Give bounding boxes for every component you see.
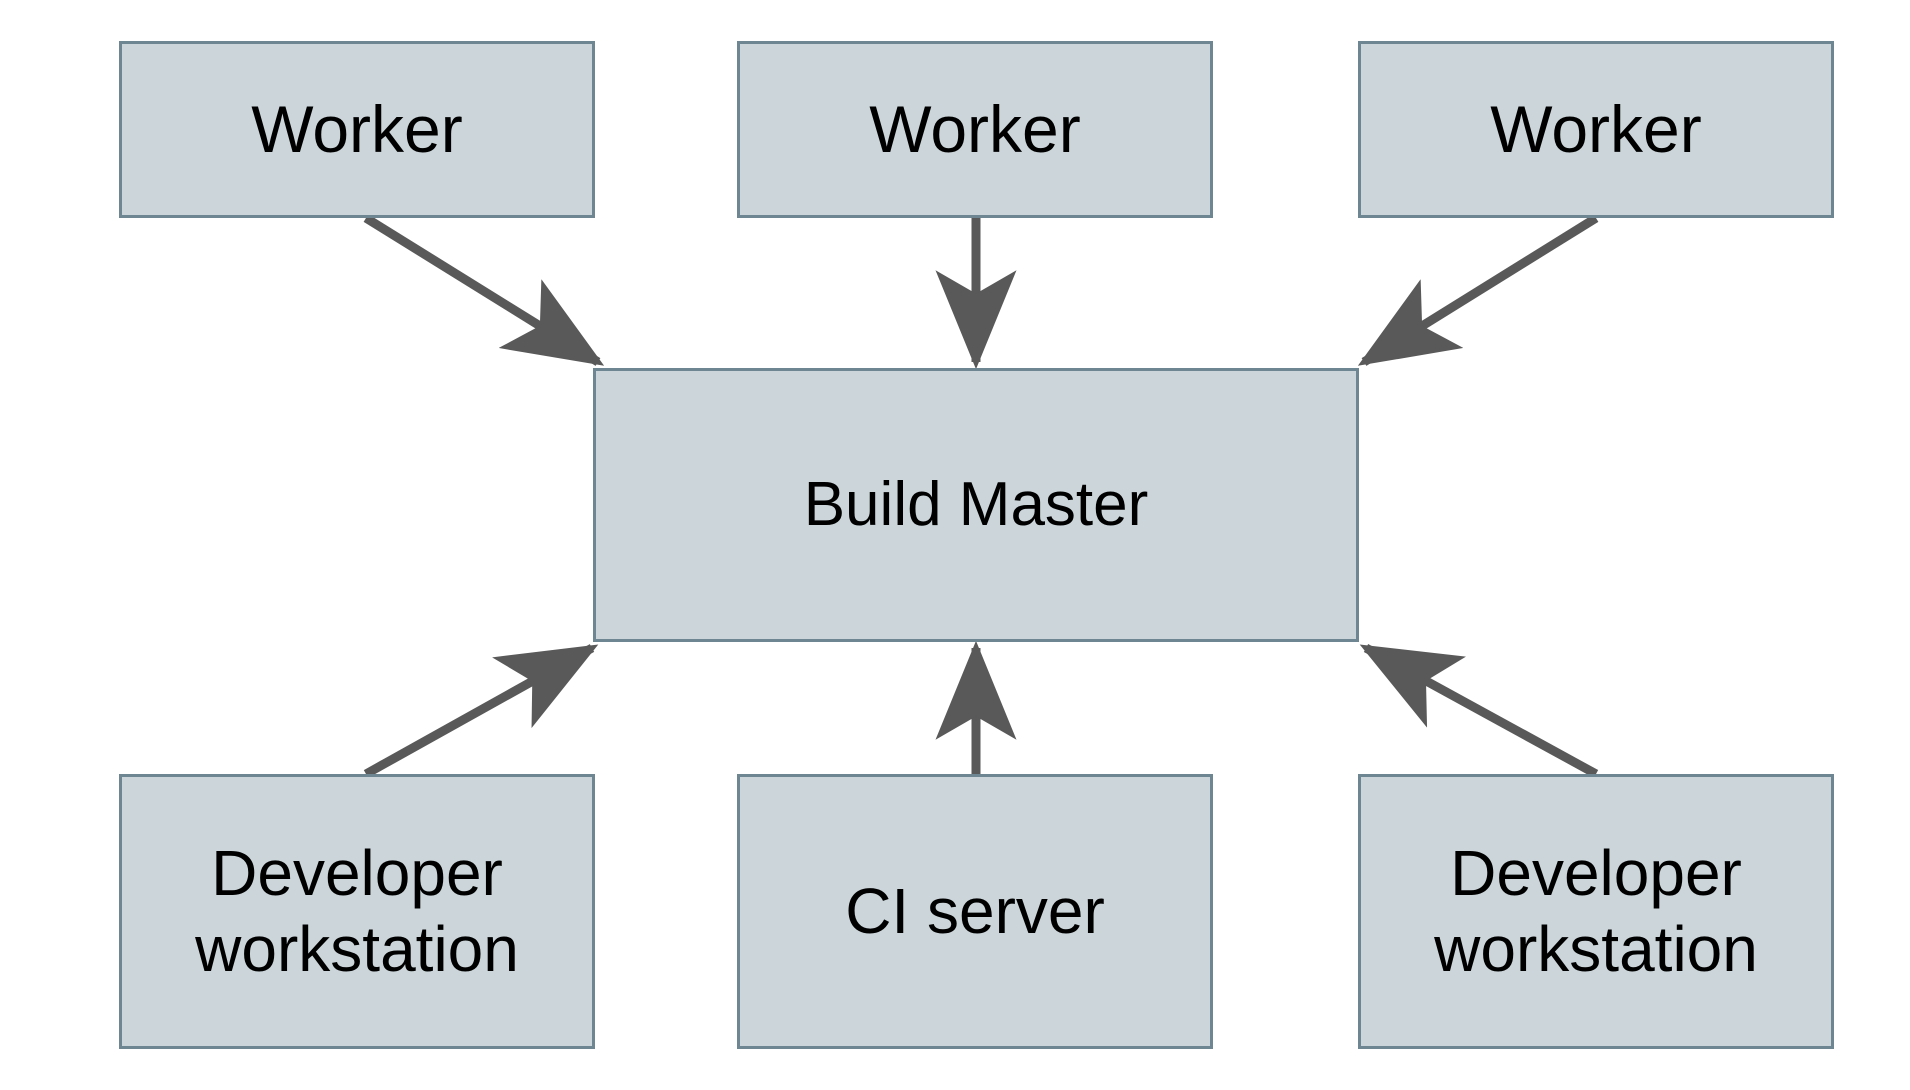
node-developer-workstation-left[interactable]: Developer workstation — [119, 774, 595, 1049]
edge-dev2-master — [1359, 644, 1599, 778]
node-build-master[interactable]: Build Master — [593, 368, 1359, 642]
node-worker-2-label: Worker — [869, 91, 1081, 166]
node-worker-1[interactable]: Worker — [119, 41, 595, 218]
node-ci-server-label: CI server — [845, 874, 1105, 947]
node-worker-3[interactable]: Worker — [1358, 41, 1834, 218]
edge-worker1-master — [363, 214, 605, 366]
node-ci-server[interactable]: CI server — [737, 774, 1213, 1049]
node-build-master-label: Build Master — [803, 470, 1149, 540]
edge-worker3-master — [1357, 214, 1599, 366]
node-developer-workstation-right-label: Developer workstation — [1434, 836, 1758, 985]
node-worker-3-label: Worker — [1490, 91, 1702, 166]
node-developer-workstation-left-label: Developer workstation — [195, 836, 519, 985]
node-developer-workstation-right[interactable]: Developer workstation — [1358, 774, 1834, 1049]
node-worker-2[interactable]: Worker — [737, 41, 1213, 218]
edge-dev1-master — [363, 644, 599, 778]
node-worker-1-label: Worker — [251, 91, 463, 166]
